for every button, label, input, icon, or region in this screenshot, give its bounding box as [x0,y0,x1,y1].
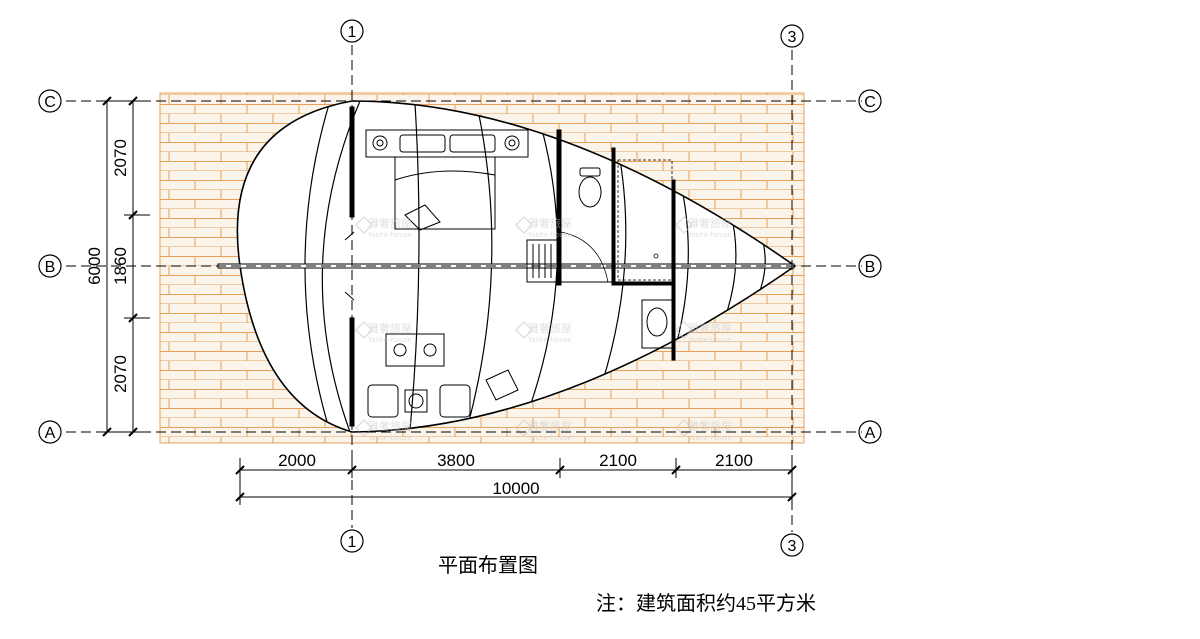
axis-label-b-right: B [865,259,876,276]
toilet-icon [578,167,602,208]
interior-walls [344,106,676,427]
axis-label-a-right: A [865,425,876,442]
dim-text-2100-a: 2100 [599,451,637,470]
watermark-sub: Yashe-house [687,434,732,442]
watermark-brand: 雅奢旅屋 [688,216,732,230]
axis-label-3-top: 3 [788,29,797,46]
dim-text-10000: 10000 [492,479,539,498]
axis-label-1-bottom: 1 [348,534,357,551]
axis-label-b-left: B [45,259,56,276]
watermark-sub: Yashe-house [527,231,572,239]
drawing-title: 平面布置图 [438,554,538,577]
watermark-sub: Yashe-house [367,434,412,442]
boat-hull-outline [236,100,797,433]
wardrobe-icon [526,239,558,283]
dimension-lines [96,96,797,505]
wash-basin-icon [641,299,675,349]
watermark-brand: 雅奢旅屋 [528,216,572,230]
watermark-sub: Yashe-house [687,336,732,344]
watermark-brand: 雅奢旅屋 [688,321,732,335]
axis-label-a-left: A [45,425,56,442]
watermark-brand: 雅奢旅屋 [368,419,412,433]
axis-label-c-right: C [864,94,876,111]
watermark-brand: 雅奢旅屋 [688,419,732,433]
watermark-sub: Yashe-house [527,434,572,442]
dim-text-6000: 6000 [85,247,104,285]
watermark-sub: Yashe-house [367,231,412,239]
dim-text-2070-bottom: 2070 [111,355,130,393]
bed-icon [365,129,529,231]
watermark-brand: 雅奢旅屋 [528,321,572,335]
dim-text-2100-b: 2100 [715,451,753,470]
watermark-sub: Yashe-house [527,336,572,344]
watermark-sub: Yashe-house [687,231,732,239]
area-note: 注：建筑面积约45平方米 [596,592,816,615]
dim-text-1860: 1860 [111,247,130,285]
watermark-brand: 雅奢旅屋 [528,419,572,433]
axis-label-1-top: 1 [348,24,357,41]
watermark-brand: 雅奢旅屋 [368,216,412,230]
dim-text-3800: 3800 [437,451,475,470]
axis-bubbles [38,19,882,557]
living-furniture-icon [367,333,519,418]
watermark-group: 雅奢旅屋Yashe-house雅奢旅屋Yashe-house雅奢旅屋Yashe-… [354,215,732,442]
grid-lines [66,45,862,532]
dim-text-2000: 2000 [278,451,316,470]
dim-text-2070-top: 2070 [111,139,130,177]
shower-icon [617,159,673,281]
axis-label-c-left: C [44,94,56,111]
watermark-sub: Yashe-house [367,336,412,344]
watermark-brand: 雅奢旅屋 [368,321,412,335]
axis-label-3-bottom: 3 [788,538,797,555]
